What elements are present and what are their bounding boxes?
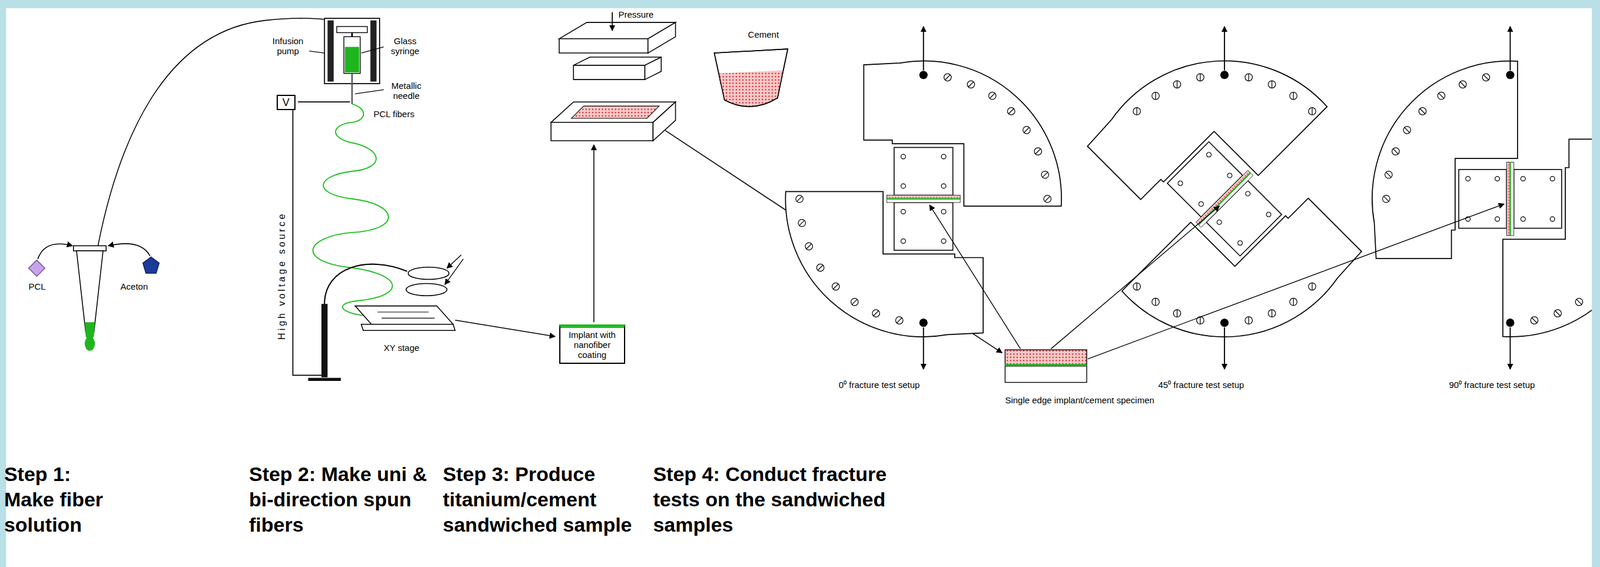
box-text: V <box>282 96 290 109</box>
implant-arrow <box>593 144 595 323</box>
box-text: Implant with nanofiber coating <box>563 330 621 360</box>
specimen-coating <box>1004 363 1087 366</box>
stand-post <box>321 303 328 378</box>
load-arrow <box>923 26 925 71</box>
fixture-arm <box>863 60 1062 207</box>
part-label: 45⁰ fracture test setup <box>1157 379 1244 390</box>
pointer-arrow <box>446 254 461 269</box>
fixture-arm <box>785 191 984 337</box>
xy-stage-plate <box>354 306 453 325</box>
part-label: Pressure <box>618 9 654 20</box>
part-label: XY stage <box>383 342 420 353</box>
stage-slot <box>377 311 429 312</box>
collector-electrode <box>406 283 447 297</box>
load-arrow <box>1509 327 1512 370</box>
part-label: Glass syringe <box>385 35 425 57</box>
part-label: Metallic needle <box>385 80 427 102</box>
vertical-label: High voltage source <box>276 211 287 340</box>
part-label: Cement <box>748 29 780 40</box>
stand-base <box>307 377 341 381</box>
xy-stage-base <box>361 324 456 331</box>
load-arrow <box>1223 327 1226 370</box>
load-pin <box>919 70 928 79</box>
part-label: Aceton <box>120 281 149 292</box>
tube-rim <box>73 245 106 251</box>
illustration-group <box>28 8 1593 394</box>
part-label: PCL <box>28 281 46 292</box>
part-label: PCL fibers <box>373 108 414 119</box>
pour-arrow <box>37 243 73 260</box>
fixture-arm <box>1502 138 1592 337</box>
stage-slot <box>381 317 435 319</box>
metallic-needle <box>351 73 353 105</box>
load-pin <box>919 318 928 327</box>
plunger-head <box>336 26 368 33</box>
fixture-0deg <box>785 60 1062 337</box>
voltage-box: V <box>276 94 296 111</box>
pour-arrow <box>108 243 151 257</box>
transfer-arrow <box>455 320 556 337</box>
leader-line <box>309 51 325 53</box>
specimen-arrow <box>1050 206 1220 349</box>
press-ram <box>573 65 645 80</box>
step-caption: Step 1: Make fiber solution <box>4 461 122 538</box>
pointer-arrow <box>445 259 464 285</box>
implant-box: Implant with nanofiber coating <box>559 324 626 364</box>
load-pin <box>1220 318 1229 327</box>
step-caption: Step 3: Produce titanium/cement sandwich… <box>442 461 649 538</box>
fiber-solution-drop <box>84 336 95 351</box>
specimen-arrow <box>929 204 1021 349</box>
specimen-cement <box>1004 349 1087 365</box>
press-ram <box>645 57 662 80</box>
load-pin <box>1220 70 1229 79</box>
specimen-grips <box>886 147 961 251</box>
step-caption: Step 2: Make uni & bi-direction spun fib… <box>249 461 437 538</box>
fixture-45deg <box>1029 8 1420 394</box>
load-pin <box>1506 318 1515 327</box>
syringe-solution <box>344 47 360 73</box>
collector-electrode <box>407 267 449 280</box>
collector-arm <box>324 264 407 304</box>
pressure-arrow <box>611 12 613 31</box>
fixture-arm <box>1372 61 1518 260</box>
cement-cup-outline <box>714 48 788 107</box>
load-arrow <box>1223 26 1226 71</box>
specimen-grips <box>1162 136 1287 262</box>
load-arrow <box>923 327 925 370</box>
load-arrow <box>1509 26 1512 71</box>
pump-rail <box>370 20 377 82</box>
press-plate <box>648 22 676 53</box>
cement-cup <box>714 48 788 107</box>
specimen-grips <box>1458 161 1562 236</box>
specimen-implant <box>1004 366 1087 383</box>
part-label: 90⁰ fracture test setup <box>1448 379 1535 390</box>
leader-line <box>361 47 384 53</box>
part-label: 0⁰ fracture test setup <box>838 379 921 390</box>
white-panel <box>5 8 1592 567</box>
glass-syringe <box>343 36 361 73</box>
part-label: Single edge implant/cement specimen <box>1004 394 1154 406</box>
press-plate <box>559 38 649 53</box>
load-pin <box>1506 70 1515 79</box>
voltage-wire <box>297 101 350 103</box>
mold-cement <box>571 105 660 119</box>
pcl-diamond <box>28 260 46 277</box>
pump-rail <box>327 20 334 82</box>
fixture-90deg <box>1372 61 1592 337</box>
pcl-fibers <box>313 104 393 317</box>
acetone-pentagon <box>143 256 160 274</box>
leader-line <box>354 89 384 94</box>
step-caption: Step 4: Conduct fracture tests on the sa… <box>652 461 912 538</box>
mold <box>550 122 653 141</box>
specimen-arrow <box>665 130 1002 354</box>
transfer-curve <box>97 18 347 246</box>
part-label: Infusion pump <box>267 35 309 57</box>
specimen-arrow <box>1087 203 1505 359</box>
